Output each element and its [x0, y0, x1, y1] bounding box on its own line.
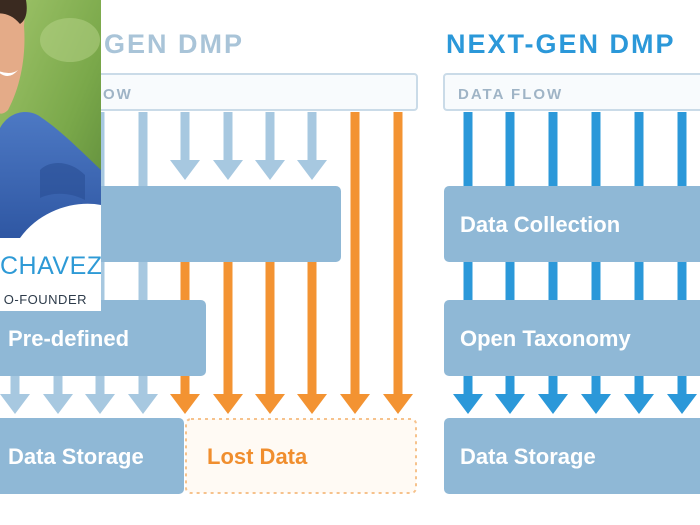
- storage-arrow: [128, 376, 158, 414]
- flow-arrow: [505, 262, 515, 300]
- flow-arrow: [138, 262, 148, 300]
- lost-data-arrow: [340, 112, 370, 414]
- flow-arrow: [213, 112, 243, 180]
- flow-arrow: [677, 262, 687, 300]
- storage-arrow: [85, 376, 115, 414]
- speaker-name: CHAVEZ: [0, 252, 101, 280]
- flow-arrow: [138, 112, 148, 186]
- legacy-data-flow-label: OW: [103, 86, 133, 103]
- storage-arrow: [0, 376, 30, 414]
- legacy-storage-label: Data Storage: [8, 444, 144, 469]
- flow-arrow: [255, 112, 285, 180]
- next-gen-collection-box: [444, 186, 700, 262]
- flow-arrow: [591, 112, 601, 186]
- legacy-storage-box: [0, 418, 184, 494]
- storage-arrow: [581, 376, 611, 414]
- flow-arrow: [677, 112, 687, 186]
- speaker-badge: CHAVEZ O-FOUNDER: [0, 0, 101, 311]
- storage-arrow: [624, 376, 654, 414]
- lost-data-arrow: [213, 262, 243, 414]
- next-gen-data-flow-label: DATA FLOW: [458, 86, 563, 103]
- lost-data-box: [185, 418, 417, 494]
- storage-arrow: [495, 376, 525, 414]
- next-gen-storage-label: Data Storage: [460, 444, 596, 469]
- flow-arrow: [591, 262, 601, 300]
- next-gen-collection-label: Data Collection: [460, 212, 620, 237]
- next-gen-dmp-title: NEXT-GEN DMP: [446, 29, 676, 59]
- flow-arrow: [463, 262, 473, 300]
- next-gen-data-flow-bar: [443, 73, 700, 111]
- flow-arrow: [548, 262, 558, 300]
- flow-arrow: [634, 112, 644, 186]
- lost-data-label: Lost Data: [207, 444, 308, 469]
- lost-data-arrow: [383, 112, 413, 414]
- flow-arrow: [297, 112, 327, 180]
- flow-arrow: [463, 112, 473, 186]
- flow-arrow: [170, 112, 200, 180]
- legacy-dmp-title: GEN DMP: [104, 29, 244, 59]
- next-gen-taxonomy-label: Open Taxonomy: [460, 326, 631, 351]
- speaker-role: O-FOUNDER: [3, 292, 87, 307]
- flow-arrow: [505, 112, 515, 186]
- lost-data-arrow: [255, 262, 285, 414]
- legacy-predefined-label: Pre-defined: [8, 326, 129, 351]
- storage-arrow: [667, 376, 697, 414]
- storage-arrow: [43, 376, 73, 414]
- flow-arrow: [548, 112, 558, 186]
- next-gen-taxonomy-box: [444, 300, 700, 376]
- flow-arrow: [634, 262, 644, 300]
- storage-arrow: [538, 376, 568, 414]
- next-gen-storage-box: [444, 418, 700, 494]
- storage-arrow: [453, 376, 483, 414]
- speaker-photo: [0, 0, 101, 238]
- legacy-collection-box: [55, 186, 341, 262]
- lost-data-arrow: [297, 262, 327, 414]
- legacy-predefined-box: [0, 300, 206, 376]
